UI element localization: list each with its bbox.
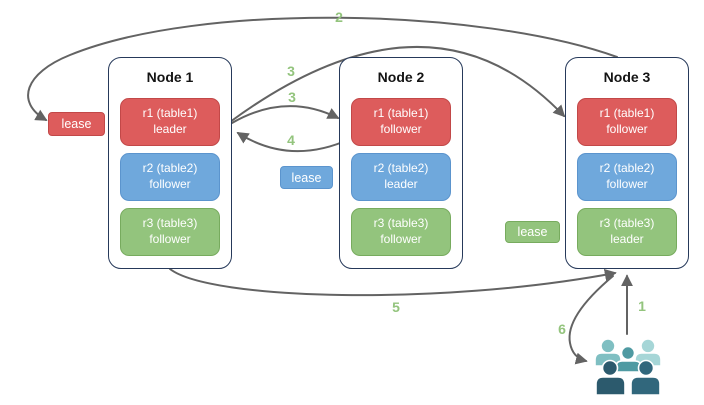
step-label-5: 5 <box>392 299 400 315</box>
arrow-step4-node2-to-node1 <box>236 132 351 153</box>
lease-badge-red: lease <box>48 112 105 136</box>
node-3: Node 3 r1 (table1) follower r2 (table2) … <box>565 57 689 269</box>
replica-role: follower <box>380 232 422 246</box>
step-label-2: 2 <box>335 9 343 25</box>
step-label-6: 6 <box>558 321 566 337</box>
replica-role: leader <box>153 122 187 136</box>
arrow-step2-node3-to-red-lease <box>27 16 618 121</box>
lease-badge-blue: lease <box>280 166 333 189</box>
arrow-step3-node1-to-node2 <box>231 105 340 124</box>
node-3-replica-r3: r3 (table3) leader <box>577 208 677 256</box>
replica-name: r1 (table1) <box>142 106 198 121</box>
node-3-title: Node 3 <box>603 69 651 85</box>
node-3-replica-r2: r2 (table2) follower <box>577 153 677 201</box>
node-3-replica-r1: r1 (table1) follower <box>577 98 677 146</box>
replica-role: leader <box>384 177 418 191</box>
replica-role: follower <box>380 122 422 136</box>
replica-name: r1 (table1) <box>599 106 655 121</box>
step-label-4: 4 <box>287 132 295 148</box>
node-1-replica-r3: r3 (table3) follower <box>120 208 220 256</box>
node-2-replica-r3: r3 (table3) follower <box>351 208 451 256</box>
replica-role: follower <box>606 177 648 191</box>
step-label-3a: 3 <box>287 63 295 79</box>
arrow-step5-node1-to-node3 <box>169 268 617 297</box>
node-1-title: Node 1 <box>146 69 194 85</box>
node-1-replica-r1: r1 (table1) leader <box>120 98 220 146</box>
node-2-title: Node 2 <box>377 69 425 85</box>
replica-name: r2 (table2) <box>373 161 429 176</box>
replica-role: leader <box>610 232 644 246</box>
replica-name: r3 (table3) <box>599 216 655 231</box>
node-1-replica-r2: r2 (table2) follower <box>120 153 220 201</box>
replica-name: r3 (table3) <box>142 216 198 231</box>
replica-role: follower <box>149 232 191 246</box>
users-icon <box>594 338 662 396</box>
replica-name: r1 (table1) <box>373 106 429 121</box>
node-2: Node 2 r1 (table1) follower r2 (table2) … <box>339 57 463 269</box>
node-1: Node 1 r1 (table1) leader r2 (table2) fo… <box>108 57 232 269</box>
node-2-replica-r2: r2 (table2) leader <box>351 153 451 201</box>
arrow-step3-node1-to-node3 <box>229 46 566 123</box>
replica-name: r2 (table2) <box>599 161 655 176</box>
replica-name: r3 (table3) <box>373 216 429 231</box>
replica-role: follower <box>149 177 191 191</box>
arrow-step6-node3-to-users <box>568 275 614 365</box>
node-2-replica-r1: r1 (table1) follower <box>351 98 451 146</box>
replica-name: r2 (table2) <box>142 161 198 176</box>
replica-role: follower <box>606 122 648 136</box>
step-label-3b: 3 <box>288 89 296 105</box>
step-label-1: 1 <box>638 298 646 314</box>
lease-badge-green: lease <box>505 221 560 243</box>
